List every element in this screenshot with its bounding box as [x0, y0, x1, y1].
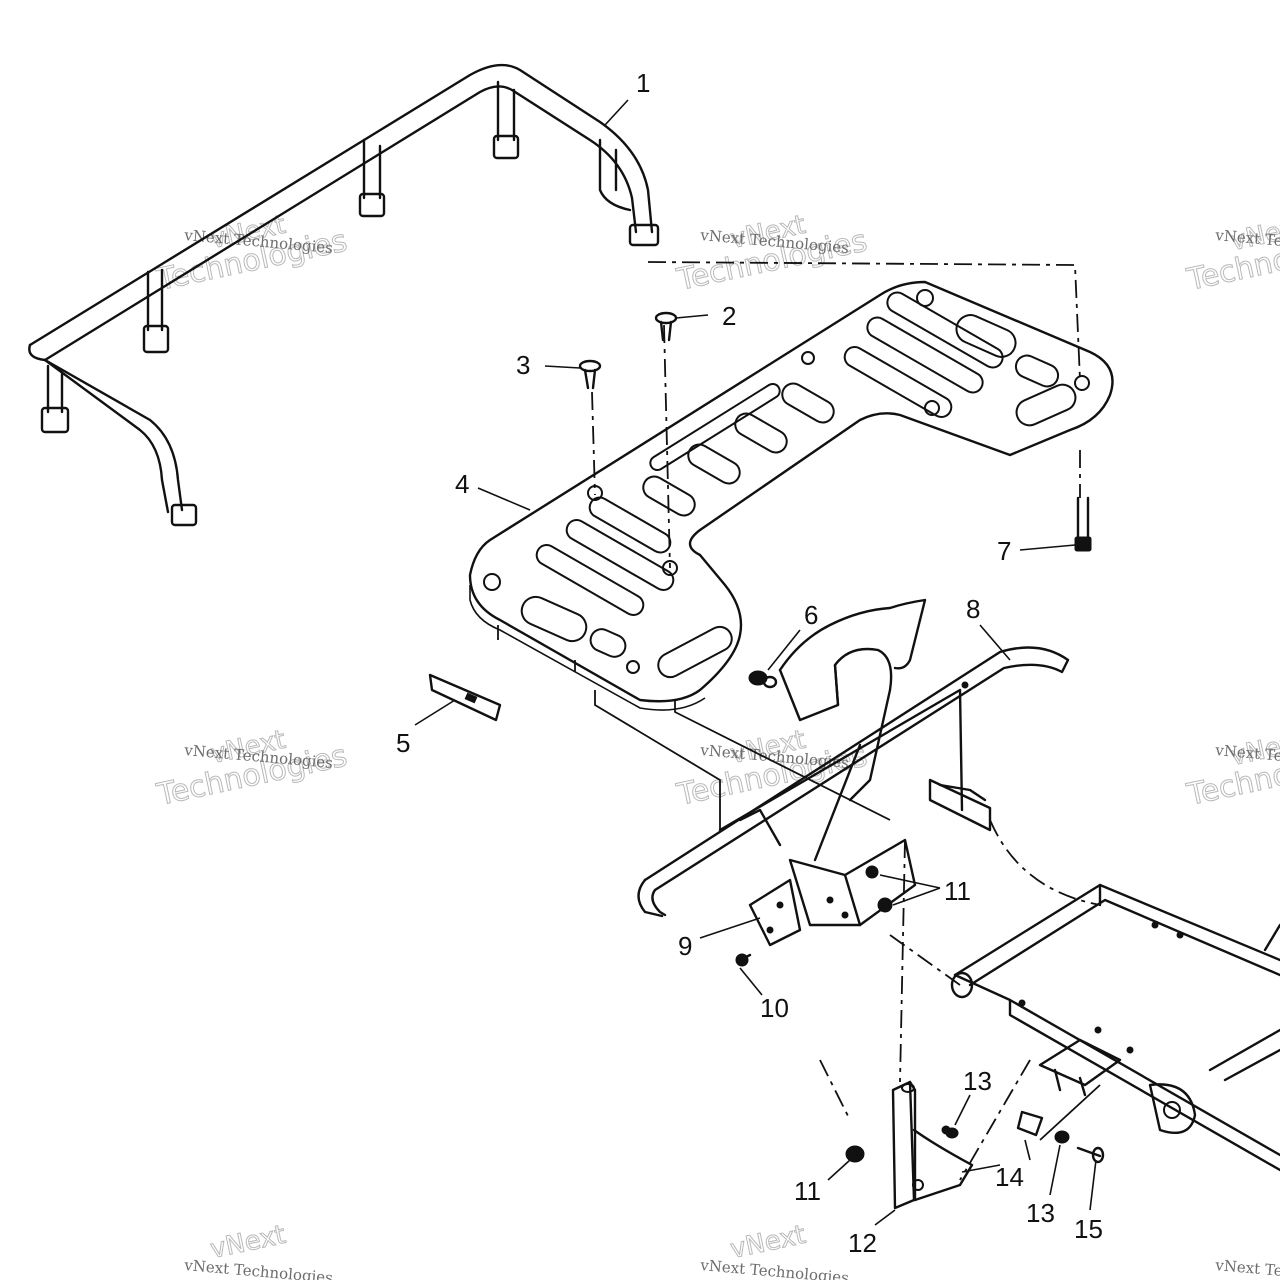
callout-15: 15: [1074, 1214, 1103, 1244]
callout-labels: 1 2 3 4 5 6 7 8 9 10 11 11 12 13 13 14 1…: [396, 68, 1103, 1258]
rack-plate: [468, 280, 1114, 711]
bumper-rail: [637, 646, 1070, 918]
callout-8: 8: [966, 594, 980, 624]
frame: [950, 883, 1280, 1172]
callout-leaders: [414, 99, 1097, 1226]
reflector: [428, 673, 502, 722]
watermarks: vNext Technologies vNext Technologies vN…: [153, 209, 1280, 1280]
nut-6: [748, 670, 778, 689]
callout-11-upper: 11: [944, 876, 971, 906]
bolts: [578, 311, 1092, 552]
mount-bracket: [735, 838, 917, 967]
bolt-2: [654, 311, 678, 342]
callout-4: 4: [455, 469, 469, 499]
bolt-7: [1074, 496, 1092, 552]
callout-5: 5: [396, 728, 410, 758]
callout-2: 2: [722, 301, 736, 331]
callout-14: 14: [995, 1162, 1024, 1192]
callout-13-upper: 13: [963, 1066, 992, 1096]
callout-13-lower: 13: [1026, 1198, 1055, 1228]
callout-3: 3: [516, 350, 530, 380]
callout-7: 7: [997, 536, 1011, 566]
callout-11-lower: 11: [794, 1176, 821, 1206]
lower-hardware: [845, 1038, 1122, 1164]
callout-12: 12: [848, 1228, 877, 1258]
watermark-line1: vNext: [728, 1220, 809, 1265]
watermark-small: vNext Technologies: [699, 1256, 850, 1280]
callout-6: 6: [804, 600, 818, 630]
center-lines: [497, 261, 1101, 1181]
watermark-small: vNext Technologies: [183, 1256, 334, 1280]
callout-9: 9: [678, 931, 692, 961]
watermark-small: vNext Technologies: [1214, 1256, 1280, 1280]
callout-1: 1: [636, 68, 650, 98]
bolt-3: [578, 359, 602, 390]
rack-rail: [28, 63, 660, 527]
callout-10: 10: [760, 993, 789, 1023]
lower-bracket: [891, 1080, 974, 1210]
